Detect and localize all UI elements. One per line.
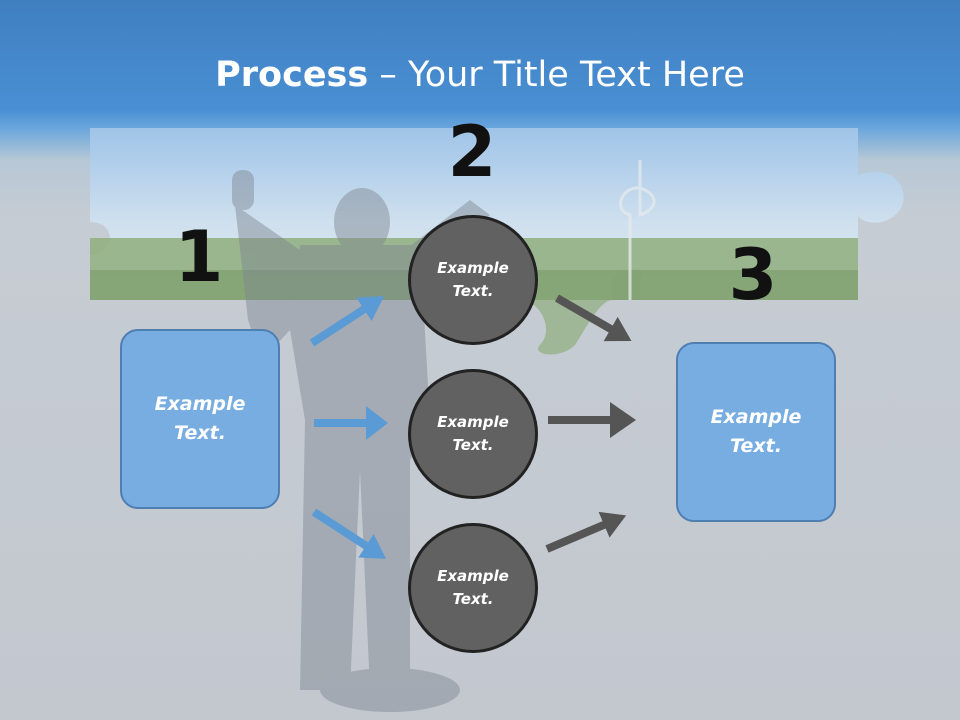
circle-bottom[interactable]: Example Text. [408,523,538,653]
left-text-box[interactable]: Example Text. [120,329,280,509]
arrow-gray-down-icon [555,294,632,342]
step-number-3: 3 [728,234,778,316]
arrow-blue-up-icon [309,296,385,347]
arrow-gray-right-icon [548,402,636,438]
slide-title: Process – Your Title Text Here [0,52,960,98]
puzzle-piece-outline [619,160,656,300]
right-text-box[interactable]: Example Text. [676,342,836,522]
arrow-gray-up-icon [545,511,627,553]
arrow-blue-down-icon [311,508,387,559]
circle-middle[interactable]: Example Text. [408,369,538,499]
step-number-1: 1 [174,216,224,298]
circle-top[interactable]: Example Text. [408,215,538,345]
title-rest: – Your Title Text Here [368,55,745,95]
arrow-blue-right-icon [314,406,388,440]
businessman-silhouette-icon [232,170,490,712]
step-number-2: 2 [447,111,497,193]
title-bold: Process [215,55,369,95]
